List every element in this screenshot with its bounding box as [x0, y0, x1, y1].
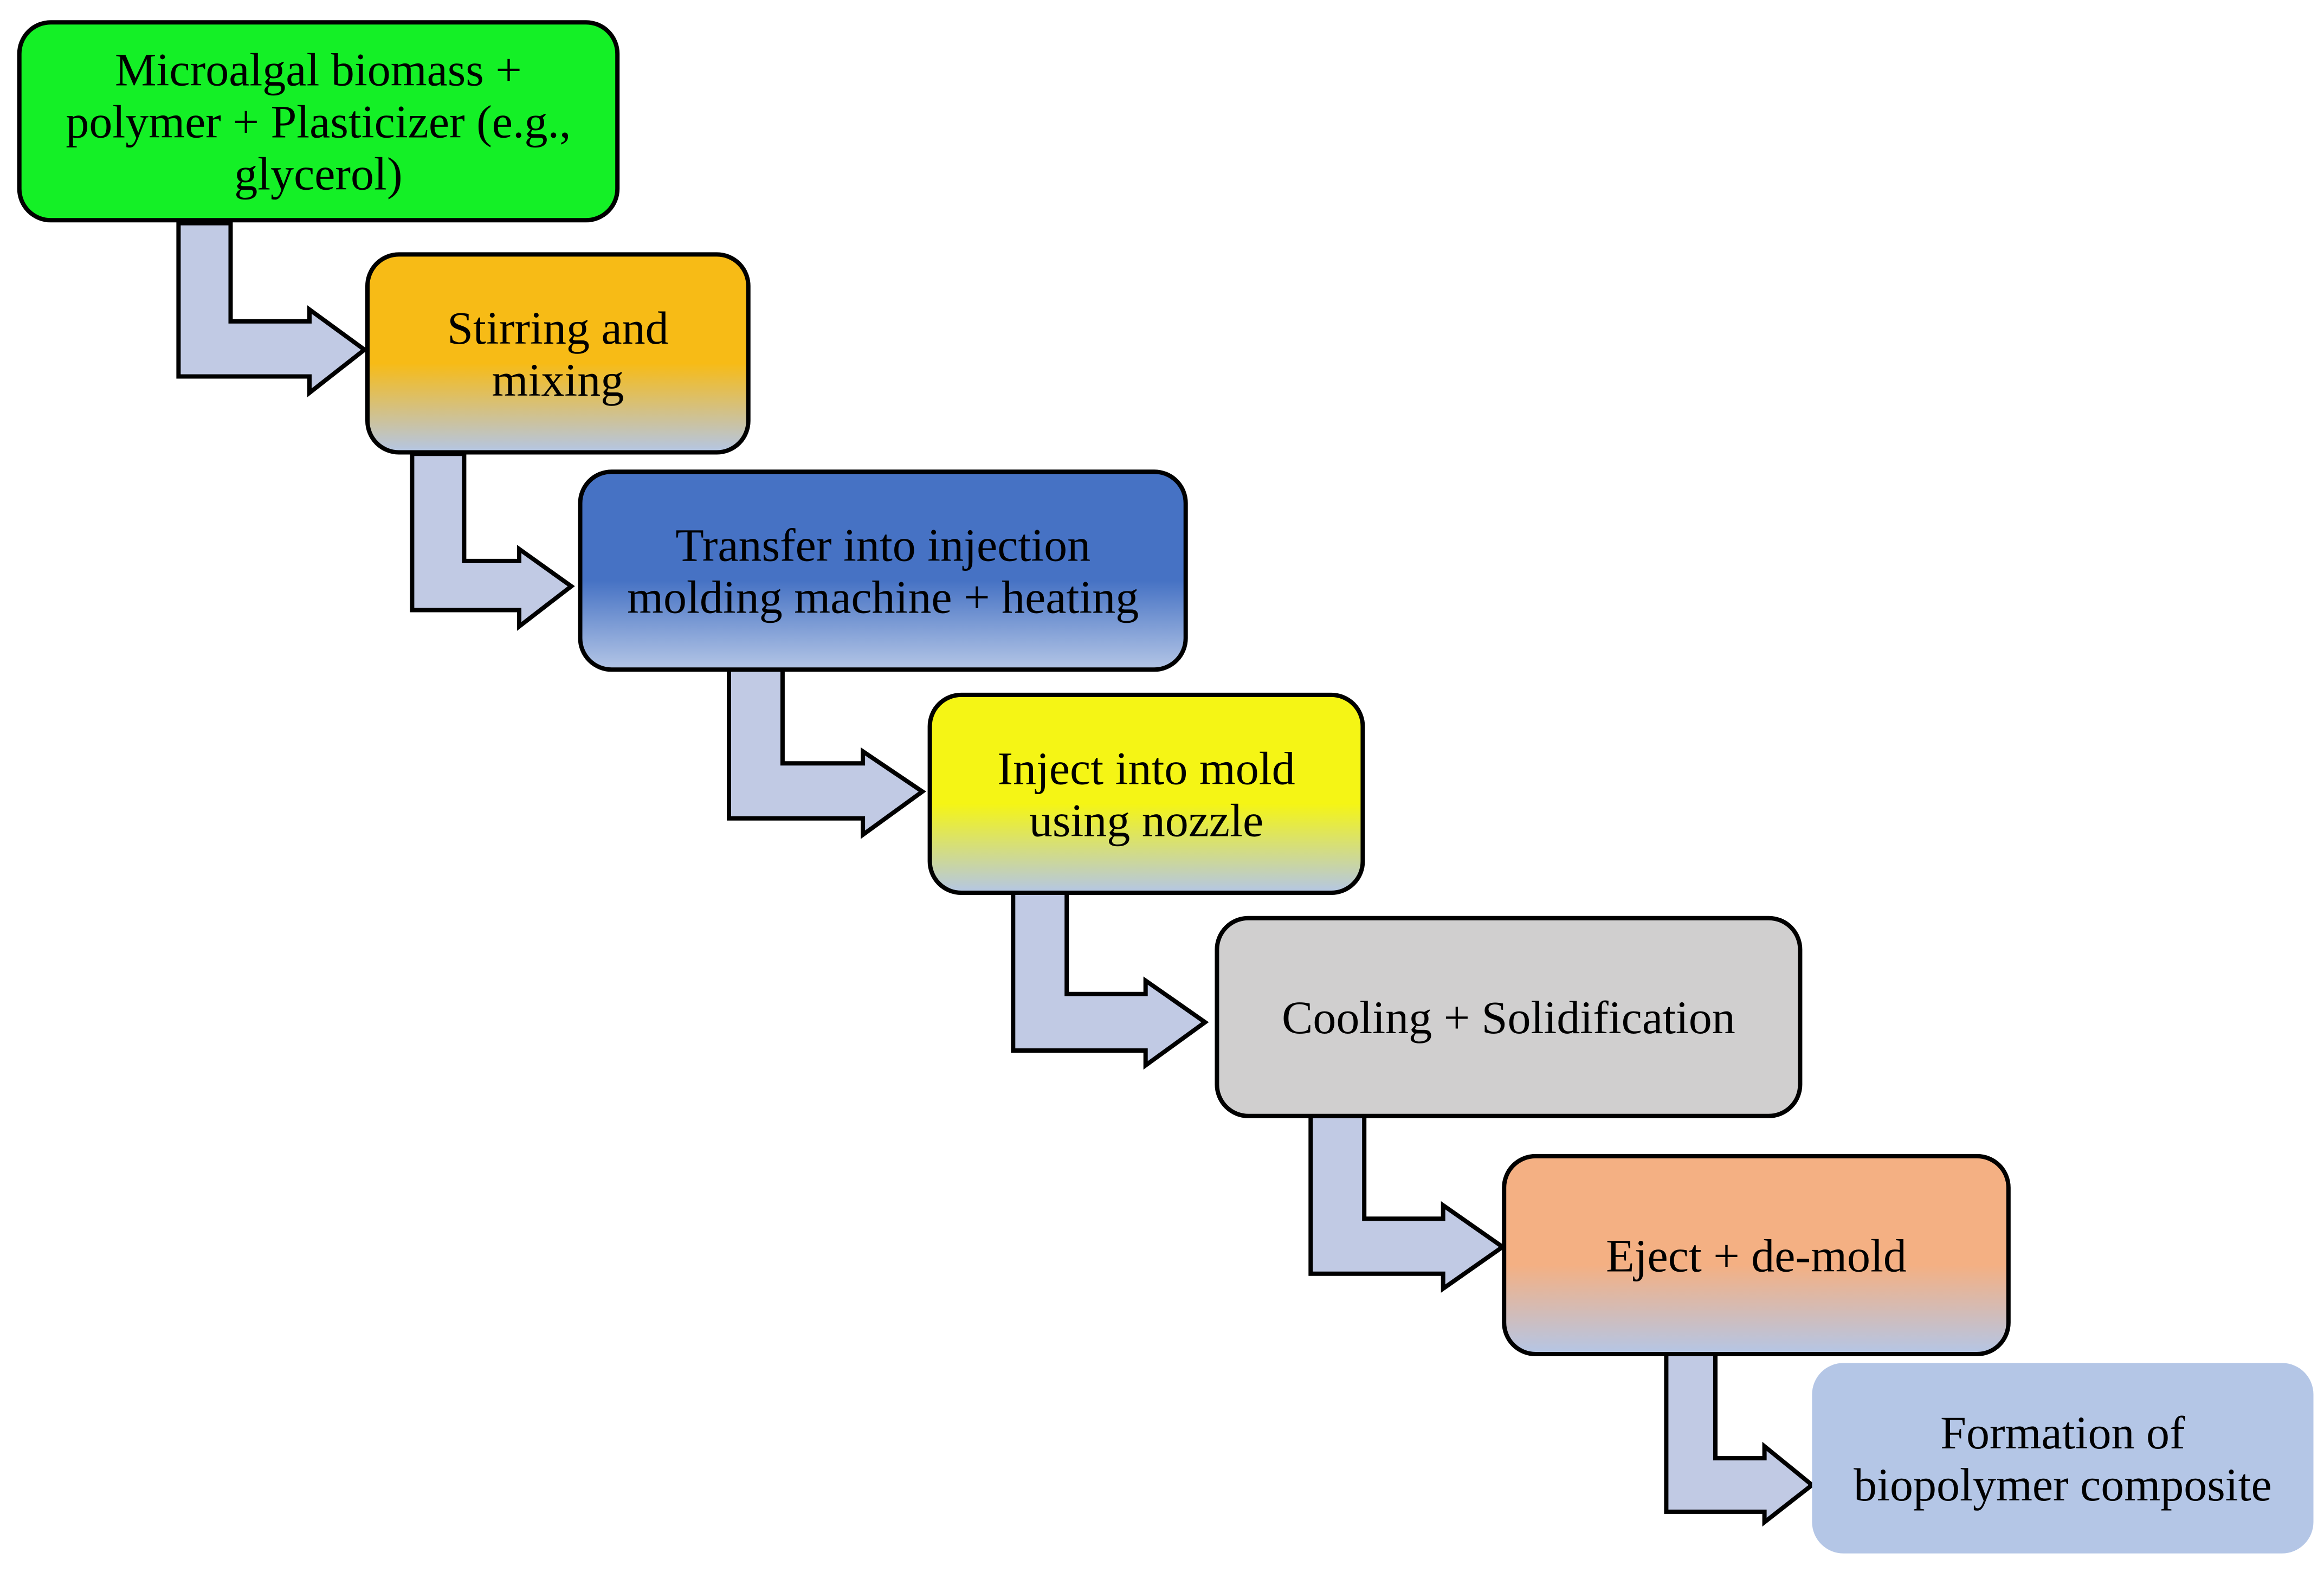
step-box	[1502, 1154, 2011, 1356]
step-box	[578, 469, 1188, 672]
step-label-line: Eject + de-mold	[1606, 1229, 1907, 1281]
step-label-line: Stirring and	[447, 302, 668, 354]
flow-arrow-4	[1011, 891, 1209, 1070]
step-box	[17, 20, 620, 223]
flow-arrow-5	[1308, 1113, 1507, 1293]
flow-arrow-2	[410, 452, 575, 631]
process-step-1: Microalgal biomass +polymer + Plasticize…	[17, 20, 620, 223]
flow-arrow-6	[1664, 1352, 1816, 1527]
step-label-line: molding machine + heating	[627, 571, 1139, 623]
step-label-line: Formation of	[1940, 1407, 2185, 1459]
step-label-line: biopolymer composite	[1854, 1459, 2271, 1511]
step-label-line: using nozzle	[1029, 795, 1263, 847]
step-box	[1812, 1363, 2314, 1554]
step-label-line: Transfer into injection	[675, 519, 1090, 571]
step-label-line: Inject into mold	[997, 743, 1295, 795]
box-layer: Microalgal biomass +polymer + Plasticize…	[17, 20, 2314, 1554]
step-label-line: Microalgal biomass +	[115, 44, 522, 96]
step-box	[1215, 916, 1803, 1118]
step-label-line: Cooling + Solidification	[1282, 991, 1735, 1043]
process-step-5: Cooling + Solidification	[1215, 916, 1803, 1118]
step-label-line: mixing	[492, 354, 624, 406]
step-label-line: polymer + Plasticizer (e.g.,	[66, 96, 571, 148]
flow-arrow-1	[176, 221, 369, 397]
flow-arrow-3	[727, 667, 926, 839]
step-box	[365, 252, 751, 455]
arrow-layer	[176, 221, 1816, 1527]
step-box	[927, 692, 1365, 895]
step-label-line: glycerol)	[234, 148, 402, 200]
process-step-6: Eject + de-mold	[1502, 1154, 2011, 1356]
